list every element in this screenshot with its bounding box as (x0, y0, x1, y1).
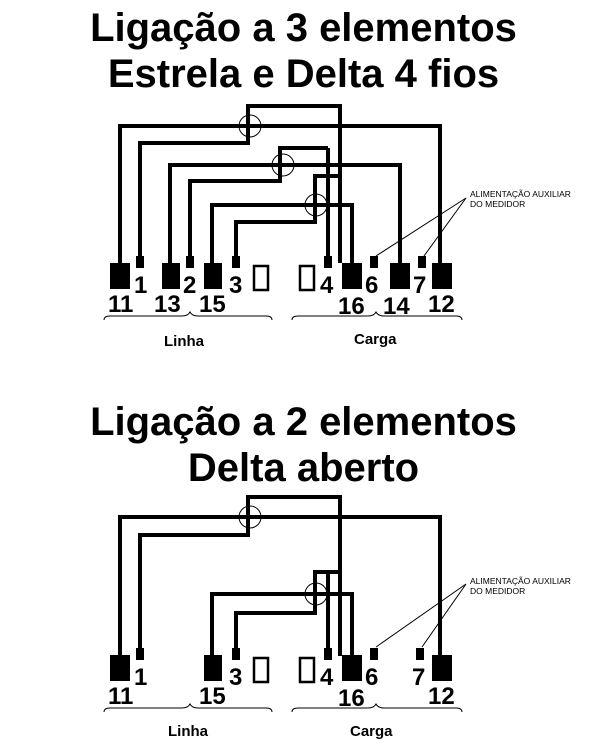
d1-terminal-11: 11 (108, 291, 133, 318)
diagram1-title-line2: Estrela e Delta 4 fios (107, 52, 500, 96)
diagram2-terminal-numbers: 11 1 15 3 4 16 6 7 12 (108, 664, 455, 712)
d1-terminal-12: 12 (428, 291, 455, 318)
d1-terminal-15: 15 (199, 291, 226, 318)
d1-terminal-7: 7 (413, 272, 426, 299)
d2-terminal-4: 4 (320, 664, 334, 691)
diagram1-terminal-blocks (110, 256, 452, 292)
diagram2-wires (118, 495, 442, 656)
d2-linha-label: Linha (168, 723, 209, 740)
d1-terminal-6: 6 (365, 272, 378, 299)
diagram1-braces (103, 310, 463, 321)
d1-terminal-2: 2 (183, 272, 196, 299)
d1-linha-label: Linha (164, 333, 205, 350)
d1-terminal-1: 1 (134, 272, 147, 299)
d2-terminal-7: 7 (412, 664, 425, 691)
diagram1-title-line1: Ligação a 3 elementos (90, 6, 517, 50)
d2-terminal-11: 11 (108, 683, 133, 710)
d2-terminal-6: 6 (365, 664, 378, 691)
diagram1-terminal-numbers: 11 1 13 2 15 3 4 16 6 14 7 12 (108, 272, 455, 320)
diagram1-aux-note: ALIMENTAÇÃO AUXILIAR DO MEDIDOR (375, 189, 571, 257)
diagram1-wiring: 11 1 13 2 15 3 4 16 6 14 7 12 Linha Carg… (103, 104, 571, 350)
diagram2-title-line1: Ligação a 2 elementos (90, 400, 517, 444)
d1-terminal-4: 4 (320, 272, 334, 299)
d2-note-line2: DO MEDIDOR (470, 586, 525, 596)
diagram2-braces (103, 702, 463, 713)
d1-note-line1: ALIMENTAÇÃO AUXILIAR (470, 189, 571, 199)
d2-note-line1: ALIMENTAÇÃO AUXILIAR (470, 576, 571, 586)
d1-terminal-13: 13 (154, 291, 181, 318)
d2-carga-label: Carga (350, 723, 393, 740)
d1-terminal-3: 3 (229, 272, 242, 299)
diagram1-wires (118, 104, 442, 263)
diagram2-wiring: 11 1 15 3 4 16 6 7 12 Linha Carga ALIMEN… (103, 495, 571, 740)
d2-terminal-3: 3 (229, 664, 242, 691)
diagram2-aux-note: ALIMENTAÇÃO AUXILIAR DO MEDIDOR (375, 576, 571, 648)
diagram2-title-line2: Delta aberto (187, 446, 420, 490)
diagram2-terminal-blocks (110, 648, 452, 684)
d2-terminal-15: 15 (199, 683, 226, 710)
d2-terminal-12: 12 (428, 683, 455, 710)
d2-terminal-1: 1 (134, 664, 147, 691)
d1-carga-label: Carga (354, 331, 397, 348)
d1-note-line2: DO MEDIDOR (470, 199, 525, 209)
